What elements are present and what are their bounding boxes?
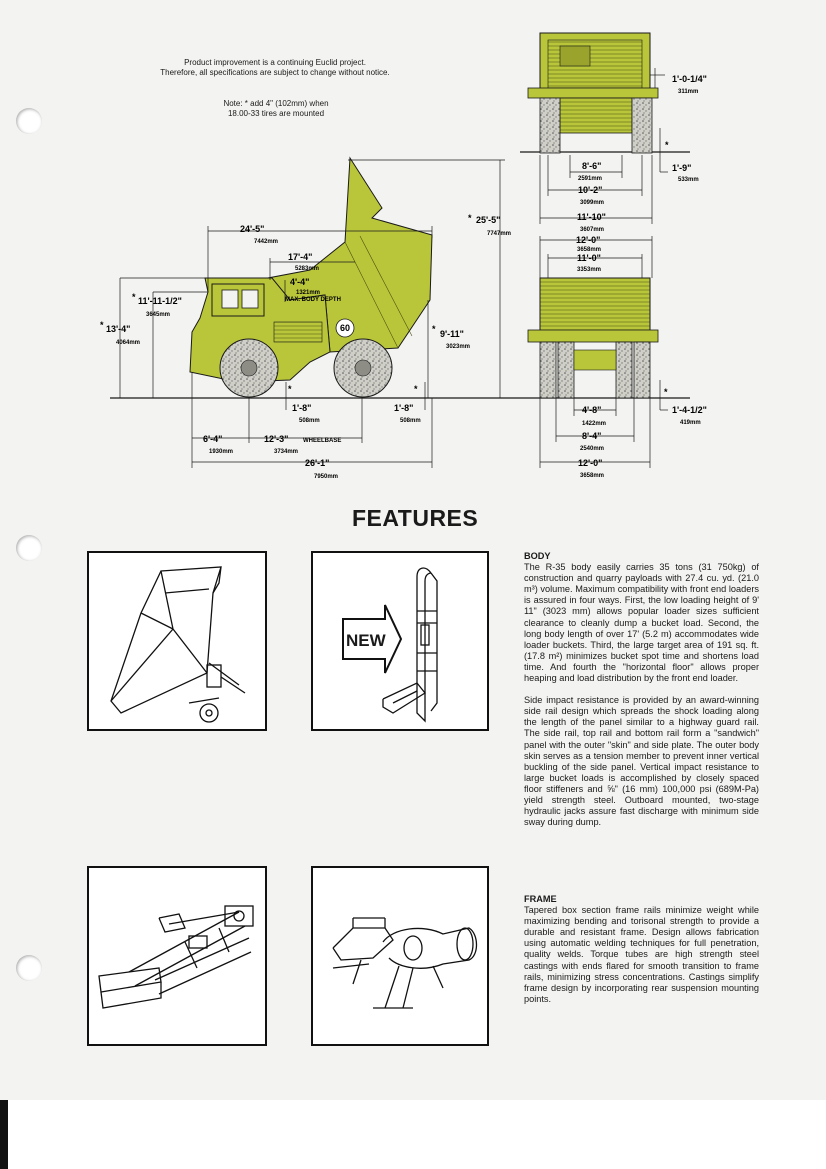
- dim-mm: 3607mm: [580, 227, 604, 233]
- new-badge: NEW: [346, 631, 386, 650]
- tire-note-line: Note: * add 4" (102mm) when: [223, 99, 329, 108]
- truck-front-icon: [520, 32, 690, 154]
- dim-width-11: 11'-10": [577, 212, 606, 222]
- dim-top-offset: 1'-0-1/4": [672, 74, 707, 84]
- binder-hole-icon: [16, 955, 42, 981]
- side-dimension-lines: [119, 159, 505, 468]
- side-rail-illustration: NEW: [311, 551, 489, 731]
- dim-mm: 508mm: [400, 418, 421, 424]
- dim-rear-clearance: 1'-8": [394, 403, 413, 413]
- dim-mm: 3353mm: [577, 267, 601, 273]
- asterisk: *: [468, 213, 472, 223]
- asterisk: *: [288, 384, 292, 394]
- dim-mm: 419mm: [680, 420, 701, 426]
- dim-mm: 4064mm: [116, 340, 140, 346]
- binder-hole-icon: [16, 535, 42, 561]
- dim-tread-front: 8'-6": [582, 161, 601, 171]
- tire-note-line: 18.00-33 tires are mounted: [227, 109, 325, 118]
- dim-mm: 7442mm: [254, 239, 278, 245]
- disclaimer-line: Therefore, all specifications are subjec…: [160, 68, 390, 77]
- dim-mm: 3099mm: [580, 200, 604, 206]
- features-title: FEATURES: [352, 505, 479, 531]
- dim-body-width: 12'-0": [576, 235, 600, 245]
- dim-mm: 5283mm: [295, 266, 319, 272]
- dim-inner-width: 11'-0": [577, 253, 601, 263]
- dim-loading-height: 9'-11": [440, 329, 464, 339]
- body-section: BODY The R-35 body easily carries 35 ton…: [524, 551, 759, 839]
- dim-mm: 311mm: [678, 89, 698, 95]
- dim-dump-height: 25'-5": [476, 215, 500, 225]
- dim-dual-spacing: 4'-8": [582, 405, 601, 415]
- dump-truck-side-icon: 60: [110, 156, 520, 399]
- dim-rear-clearance-height: 1'-4-1/2": [672, 405, 707, 415]
- body-illustration: [87, 551, 267, 731]
- frame-section: FRAME Tapered box section frame rails mi…: [524, 894, 759, 1016]
- dim-wheelbase: 12'-3": [264, 434, 288, 444]
- dim-mm: 2540mm: [580, 446, 604, 452]
- asterisk: *: [432, 324, 436, 334]
- disclaimer-note: Product improvement is a continuing Eucl…: [130, 58, 420, 78]
- dim-overall-height: 13'-4": [106, 324, 130, 334]
- dim-overall-length-dumped: 24'-5": [240, 224, 264, 234]
- asterisk: *: [665, 140, 669, 150]
- dim-mm: 7950mm: [314, 474, 338, 480]
- dim-mm: 2591mm: [578, 176, 602, 182]
- dim-front-clearance: 1'-8": [292, 403, 311, 413]
- frame-illustration: [87, 866, 267, 1046]
- asterisk: *: [414, 384, 418, 394]
- dim-length-17: 17'-4": [288, 252, 312, 262]
- frame-heading: FRAME: [524, 894, 557, 904]
- dim-canopy-height: 11'-11-1/2": [138, 296, 182, 306]
- dim-wheelbase-label: WHEELBASE: [303, 438, 341, 444]
- dim-mm: 3023mm: [446, 344, 470, 350]
- dim-front-overhang: 6'-4": [203, 434, 222, 444]
- dim-mm: 3658mm: [580, 473, 604, 479]
- body-number: 60: [340, 323, 350, 333]
- dim-mm: 533mm: [678, 177, 699, 183]
- new-arrow-icon: [342, 604, 403, 674]
- dim-mm: 508mm: [299, 418, 320, 424]
- scan-bottom-strip: [0, 1100, 826, 1169]
- side-rail-icon: [342, 567, 438, 723]
- scan-edge-bar: [0, 1100, 8, 1169]
- dim-mm: 3734mm: [274, 449, 298, 455]
- binder-hole-icon: [16, 108, 42, 134]
- body-paragraph-1: The R-35 body easily carries 35 tons (31…: [524, 562, 759, 684]
- body-heading: BODY: [524, 551, 551, 561]
- dim-mm: 1422mm: [582, 421, 606, 427]
- dim-body-depth: 4'-4": [290, 277, 309, 287]
- frame-paragraph: Tapered box section frame rails minimize…: [524, 905, 759, 1004]
- dim-ground-clearance: 1'-9": [672, 163, 691, 173]
- dim-mm: 1930mm: [209, 449, 233, 455]
- asterisk: *: [132, 292, 136, 302]
- torque-tube-icon: [332, 917, 478, 1009]
- body-paragraph-2: Side impact resistance is provided by an…: [524, 695, 759, 828]
- dim-overall-width: 12'-0": [578, 458, 602, 468]
- tire-note: Note: * add 4" (102mm) when 18.00-33 tir…: [196, 99, 356, 119]
- disclaimer-line: Product improvement is a continuing Eucl…: [184, 58, 366, 67]
- dim-overall-length: 26'-1": [305, 458, 329, 468]
- dimension-drawing: 60 24'-5" 7442mm 17'-4" 5283mm: [100, 32, 707, 480]
- dim-mm: 3645mm: [146, 312, 170, 318]
- dim-mm: 3658mm: [577, 247, 601, 253]
- rear-dimension-lines: [539, 236, 668, 468]
- dim-body-depth-label: MAX. BODY DEPTH: [285, 297, 341, 303]
- asterisk: *: [100, 320, 104, 330]
- asterisk: *: [664, 387, 668, 397]
- torque-tube-illustration: [311, 866, 489, 1046]
- dim-mm: 1321mm: [296, 290, 320, 296]
- front-dimension-lines: [539, 68, 668, 224]
- dim-width-10: 10'-2": [578, 185, 602, 195]
- dump-body-icon: [110, 566, 246, 723]
- dim-tread-rear: 8'-4": [582, 431, 601, 441]
- frame-icon: [98, 905, 254, 1009]
- truck-rear-icon: [520, 277, 690, 399]
- dim-mm: 7747mm: [487, 231, 511, 237]
